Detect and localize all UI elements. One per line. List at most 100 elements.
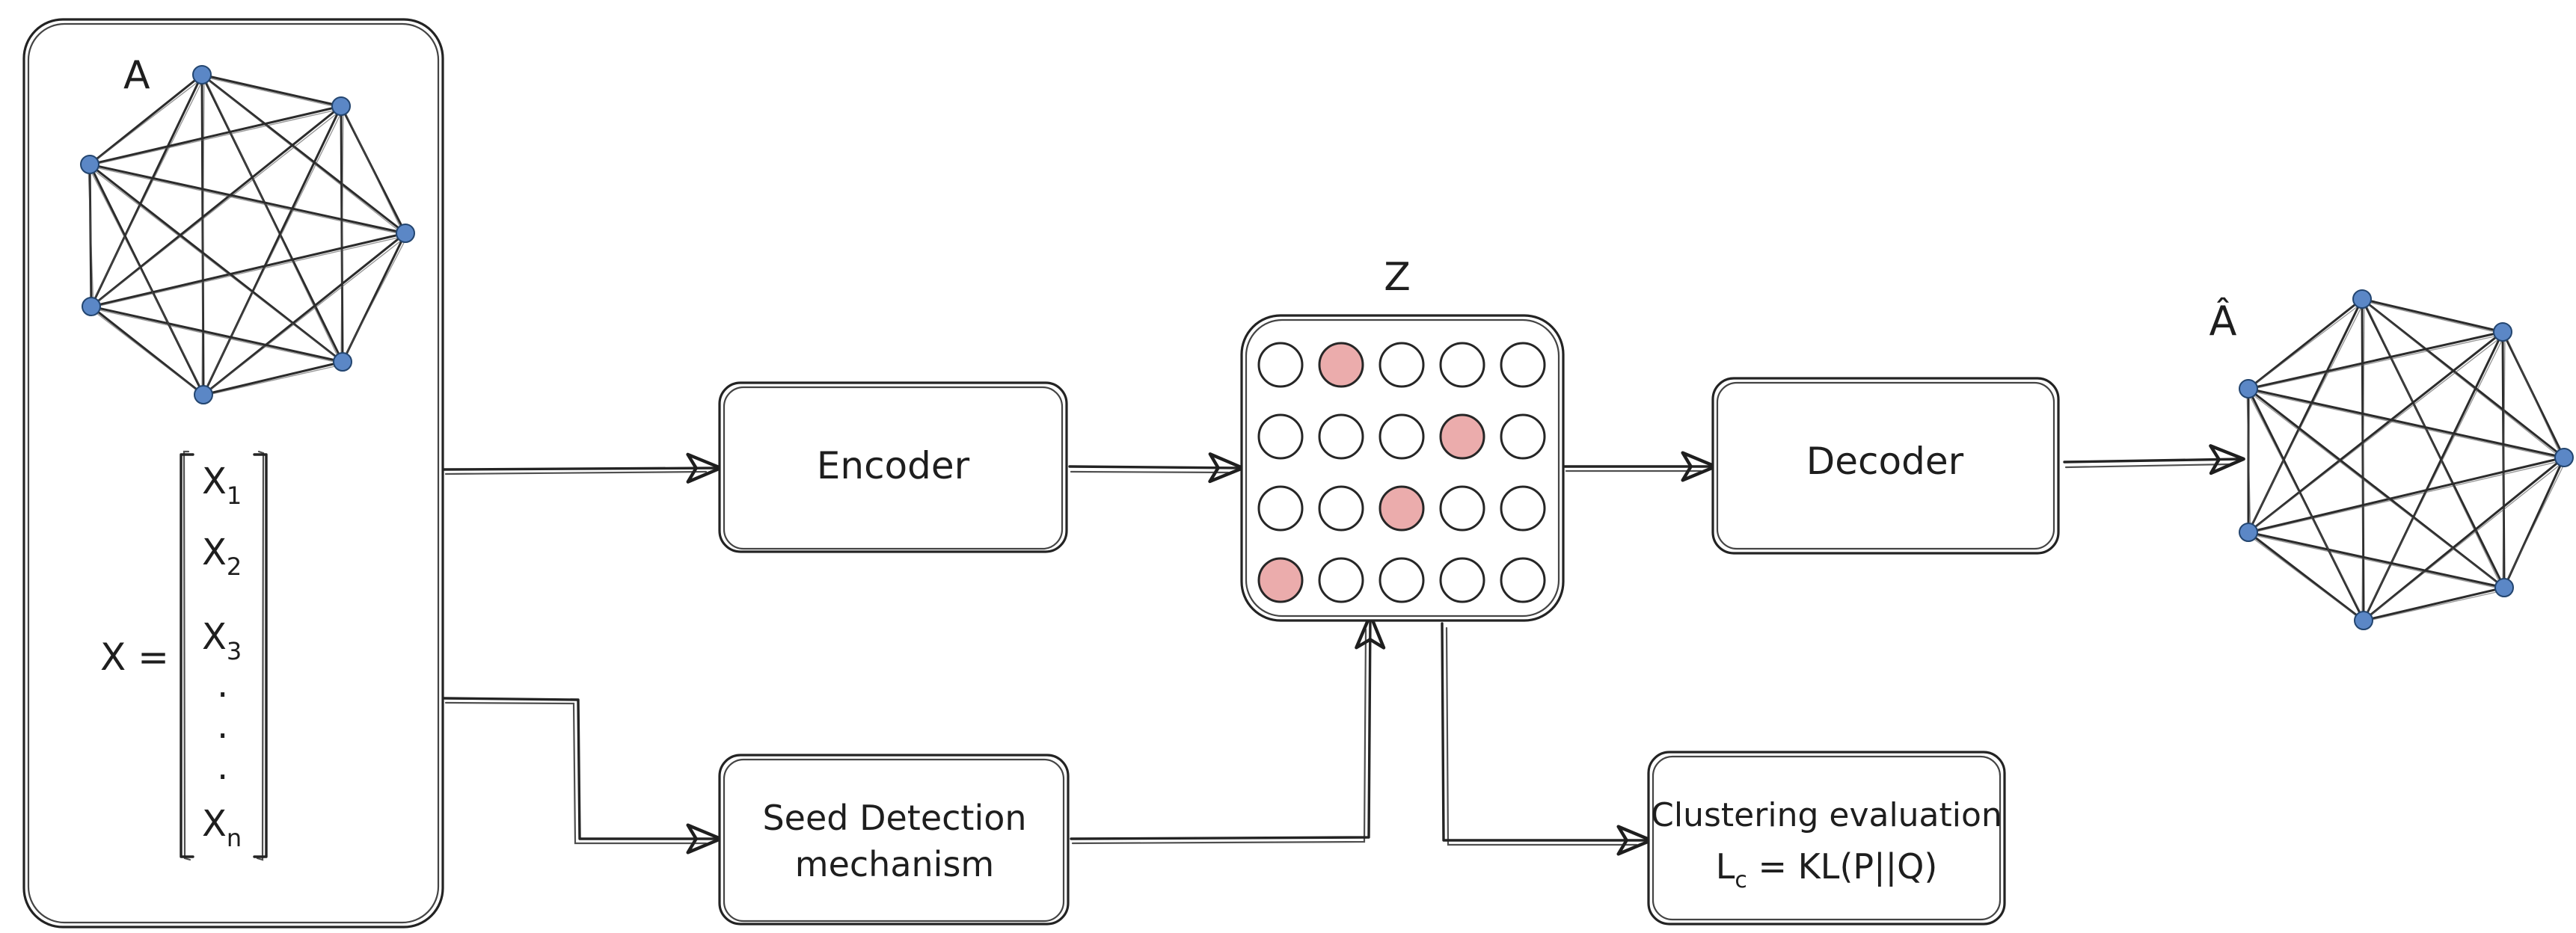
input-graph-node (80, 155, 99, 174)
input-graph-node (396, 224, 415, 243)
input-graph-edge (88, 163, 344, 363)
output-graph-edge-sketch (2361, 301, 2365, 623)
input-graph-edge-sketch (89, 307, 206, 398)
input-graph-edge-sketch (201, 108, 344, 397)
output-graph-edge (2247, 531, 2365, 622)
output-graph-edge-sketch (2246, 301, 2365, 391)
latent-cell (1500, 413, 1546, 460)
input-graph-edge (200, 73, 407, 235)
input-graph-edge-sketch (89, 76, 205, 309)
output-graph-node (2554, 448, 2574, 467)
feature-row-ellipsis-2: . (217, 705, 228, 747)
connectors (443, 444, 2245, 856)
latent-cell (1379, 342, 1425, 388)
clustering-block: Clustering evaluation Lc = KL(P||Q) (1647, 751, 2006, 926)
feature-row-3: X3 (202, 616, 242, 665)
output-graph-edge-sketch (2364, 301, 2502, 334)
output-graph-edge-sketch (2246, 333, 2506, 391)
input-graph-edge (90, 305, 205, 396)
input-graph-edge-sketch (88, 165, 408, 236)
arrow-input-to-encoder (443, 452, 723, 484)
output-graph-edge (2362, 586, 2506, 622)
clustering-label-line1: Clustering evaluation (1651, 796, 2002, 834)
latent-cell (1318, 413, 1364, 460)
latent-cell (1439, 342, 1485, 388)
output-graph-edge-sketch (2364, 301, 2503, 590)
input-graph-edge (90, 232, 407, 308)
latent-cell-highlighted (1379, 485, 1425, 532)
output-graph-node (2239, 523, 2258, 542)
input-graph-edge-sketch (343, 108, 405, 235)
decoder-label: Decoder (1806, 440, 1964, 483)
input-graph-edge (88, 163, 407, 235)
input-graph-edge-sketch (89, 235, 408, 309)
output-graph-edge-sketch (2361, 333, 2506, 623)
arrow-encoder-to-latent (1068, 452, 1245, 484)
input-graph-edge-sketch (340, 235, 408, 364)
output-graph-edge (2247, 330, 2504, 534)
output-graph-edge-sketch (2246, 333, 2506, 535)
input-graph-edge-sketch (201, 363, 346, 397)
input-graph-edge (200, 73, 343, 108)
output-graph-edge-sketch (2504, 333, 2563, 460)
latent-cell (1257, 342, 1304, 388)
input-graph-node (194, 385, 213, 404)
input-graph-edge (90, 305, 344, 363)
latent-cell-highlight (1441, 415, 1484, 458)
latent-cell (1439, 485, 1485, 532)
latent-cell (1379, 557, 1425, 603)
latent-cell-highlighted (1257, 557, 1304, 603)
feature-row-n: Xn (202, 803, 242, 852)
output-graph-edge (2247, 531, 2506, 589)
output-graph-edge-sketch (2246, 533, 2367, 623)
output-graph-edge (2247, 387, 2566, 459)
feature-row-2: X2 (202, 532, 242, 581)
clustering-label-line2: Lc = KL(P||Q) (1716, 846, 1938, 893)
output-graph-node (2493, 322, 2512, 342)
input-graph-edge (90, 105, 343, 308)
input-graph-edge-sketch (88, 108, 344, 167)
latent-cell (1257, 413, 1304, 460)
latent-cell (1318, 557, 1364, 603)
output-graph-edge (2247, 298, 2364, 390)
output-graph-edge-sketch (2246, 389, 2251, 535)
output-graph-edge (2247, 387, 2506, 589)
output-graph-group: Â (2209, 289, 2574, 630)
input-graph-edge (88, 105, 343, 166)
output-graph-edge (2361, 298, 2504, 333)
latent-cell (1379, 413, 1425, 460)
input-graph-edge-sketch (203, 76, 342, 364)
seed-detection-block: Seed Detection mechanism (718, 754, 1070, 926)
encoder-block: Encoder (718, 381, 1068, 553)
feature-matrix-bracket (180, 450, 268, 861)
seed-detection-label-line2: mechanism (795, 844, 994, 884)
latent-grid (1257, 342, 1546, 603)
arrow-latent-to-clustering (1441, 622, 1653, 856)
latent-cell-highlight (1380, 487, 1423, 530)
output-graph-node (2494, 578, 2514, 597)
feature-matrix-label: X = (100, 635, 169, 679)
output-graph (2239, 289, 2574, 630)
input-graph-edge-sketch (201, 76, 205, 397)
output-graph-edge-sketch (2246, 301, 2365, 535)
latent-cell-highlight (1259, 558, 1302, 602)
input-graph-edge-sketch (88, 76, 205, 167)
output-graph-edge-sketch (2502, 333, 2506, 590)
arrow-input-to-seed-detection (443, 697, 723, 855)
output-graph-edge-sketch (2364, 301, 2563, 460)
output-graph-edge-sketch (2361, 459, 2567, 623)
input-graph-node (331, 96, 351, 116)
latent-cell-highlighted (1318, 342, 1364, 388)
latent-cell (1500, 485, 1546, 532)
latent-cell-highlighted (1439, 413, 1485, 460)
input-graph (80, 65, 415, 404)
input-graph-edge-sketch (203, 76, 340, 108)
input-graph-node (82, 297, 101, 316)
latent-cell (1439, 557, 1485, 603)
feature-row-ellipsis-1: . (217, 664, 228, 706)
arrow-seed-detection-to-latent (1070, 613, 1386, 840)
feature-row-ellipsis-3: . (217, 746, 228, 788)
input-graph-node (333, 352, 352, 372)
output-graph-node (2352, 289, 2372, 309)
